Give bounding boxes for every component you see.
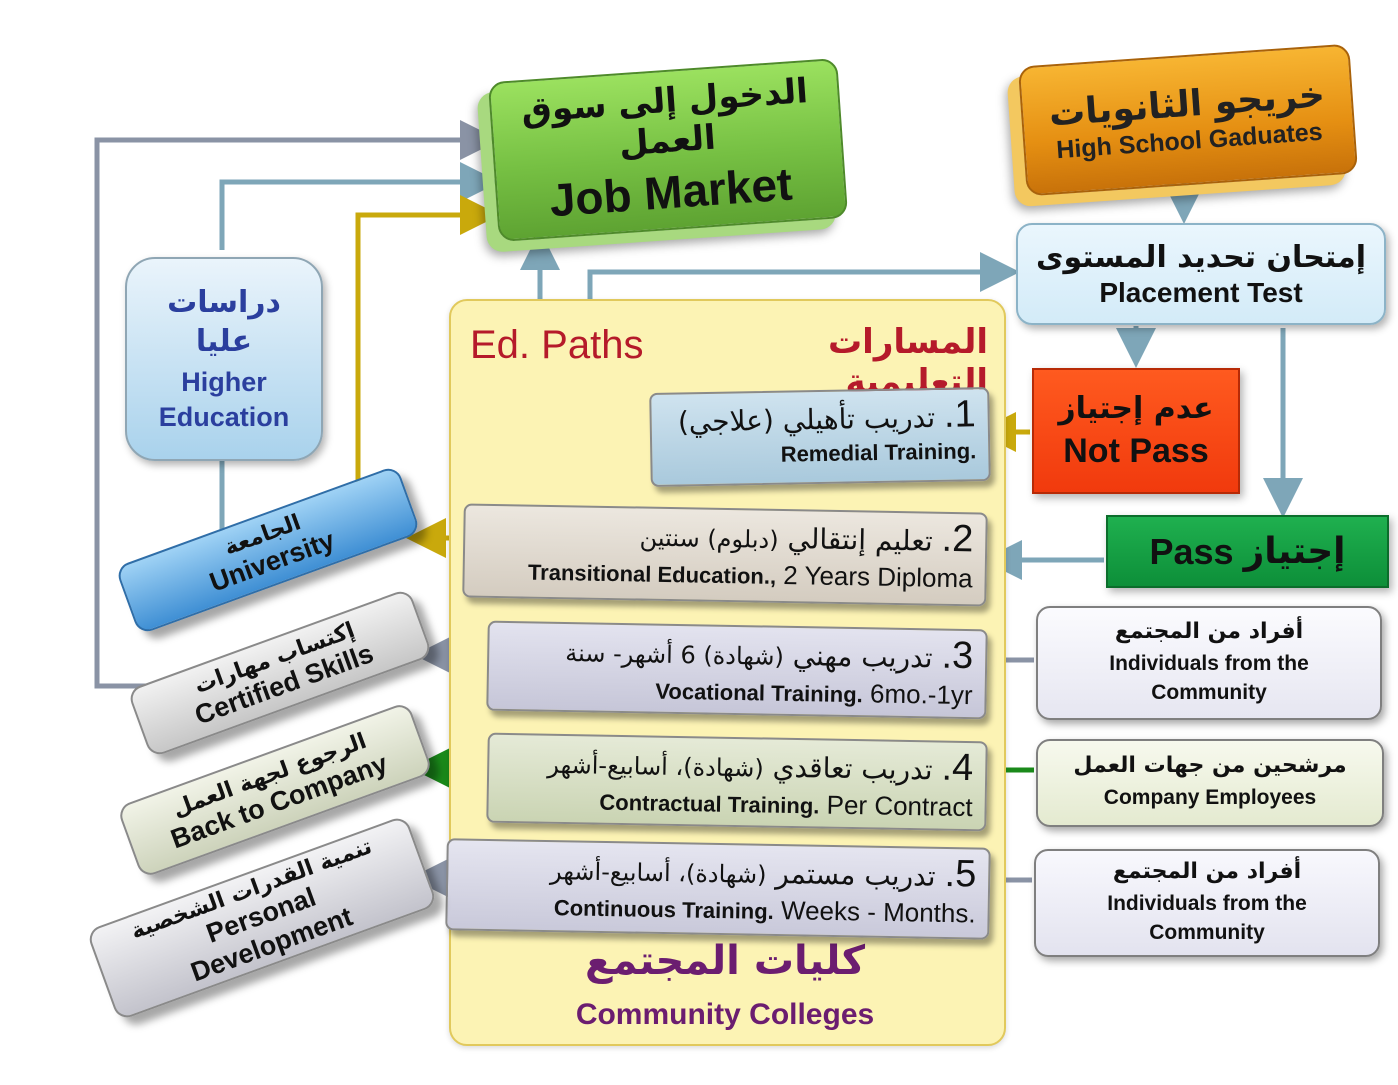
pass-label-en: Pass xyxy=(1149,530,1234,572)
path-title-en: Vocational Training. xyxy=(655,678,863,708)
source-company-employees: مرشحين من جهات العمل Company Employees xyxy=(1036,739,1384,827)
path-title-en: Transitional Education., xyxy=(527,559,777,589)
path-number: 3. xyxy=(941,634,974,678)
path-title-ar: تدريب مستمر xyxy=(775,857,936,893)
path-number: 4. xyxy=(941,746,974,790)
job-market-box: الدخول إلى سوق العمل Job Market xyxy=(487,57,849,243)
pass-box: Pass إجتياز xyxy=(1106,515,1389,588)
path-title-en: Contractual Training. xyxy=(599,789,820,819)
path-subtitle-ar: (شهادة)، أسابيع-أشهر xyxy=(547,750,764,783)
path-number: 1. xyxy=(943,393,976,436)
path-title-en: Remedial Training. xyxy=(780,438,977,467)
source-label-ar: أفراد من المجتمع xyxy=(1112,859,1302,885)
source-label-ar: مرشحين من جهات العمل xyxy=(1073,753,1347,779)
path-number: 2. xyxy=(941,517,974,561)
path-vocational-training: 3. تدريب مهني (شهادة) 6 أشهر- سنة Vocati… xyxy=(486,620,988,720)
not-pass-label-en: Not Pass xyxy=(1063,432,1209,470)
arrow-university-to-job-market xyxy=(355,195,500,512)
high-school-graduates-box: خريجو الثانويات High School Gaduates xyxy=(1017,43,1359,197)
path-contractual-training: 4. تدريب تعاقدي (شهادة)، أسابيع-أشهر Con… xyxy=(486,732,988,832)
path-transitional-education: 2. تعليم إنتقالي (دبلوم) سنتين Transitio… xyxy=(462,503,988,607)
arrow-certified-to-job-market xyxy=(94,120,500,689)
placement-label-en: Placement Test xyxy=(1099,276,1303,308)
path-subtitle-ar: (دبلوم) سنتين xyxy=(639,523,779,554)
higher-ed-label-en-1: Higher xyxy=(181,366,267,397)
source-label-en: Individuals from the xyxy=(1109,652,1309,676)
path-title-en: Continuous Training. xyxy=(553,895,775,924)
placement-label-ar: إمتحان تحديد المستوى xyxy=(1035,239,1367,275)
higher-ed-label-ar-1: دراسات xyxy=(167,284,281,320)
not-pass-box: عدم إجتياز Not Pass xyxy=(1032,368,1240,494)
path-subtitle-ar: (شهادة)، أسابيع-أشهر xyxy=(549,857,767,889)
job-market-label-en: Job Market xyxy=(547,157,794,227)
path-number: 5. xyxy=(944,852,977,896)
path-continuous-training: 5. تدريب مستمر (شهادة)، أسابيع-أشهر Cont… xyxy=(445,838,991,940)
path-remedial-training: 1. تدريب تأهيلي (علاجي) Remedial Trainin… xyxy=(649,387,991,487)
higher-ed-label-ar-2: عليا xyxy=(195,323,253,359)
source-label-en: Individuals from the xyxy=(1107,892,1307,916)
community-colleges-title-en: Community Colleges xyxy=(575,998,875,1031)
not-pass-label-ar: عدم إجتياز xyxy=(1058,391,1214,426)
path-duration-en: 6mo.-1yr xyxy=(862,678,973,711)
path-title-ar: تعليم إنتقالي xyxy=(787,522,933,558)
community-colleges-title-ar: كليات المجتمع xyxy=(585,938,865,984)
path-duration-en: 2 Years Diploma xyxy=(775,559,973,594)
path-title-ar: تدريب تأهيلي (علاجي) xyxy=(677,400,936,439)
source-label-ar: أفراد من المجتمع xyxy=(1114,619,1304,645)
source-label-en-2: Community xyxy=(1149,920,1265,944)
arrow-higher-ed-to-job-market xyxy=(219,162,500,250)
pass-label-ar: إجتياز xyxy=(1243,531,1346,572)
path-title-ar: تدريب تعاقدي xyxy=(772,750,933,787)
higher-ed-label-en-2: Education xyxy=(158,402,290,432)
path-duration-en: Per Contract xyxy=(819,789,973,823)
ed-paths-title: Ed. Paths xyxy=(470,323,644,367)
path-title-ar: تدريب مهني xyxy=(792,638,933,675)
path-subtitle-ar: (شهادة) 6 أشهر- سنة xyxy=(565,639,785,671)
placement-test-box: إمتحان تحديد المستوى Placement Test xyxy=(1016,223,1386,325)
source-label-en: Company Employees xyxy=(1103,786,1317,810)
source-label-en-2: Community xyxy=(1151,680,1267,704)
path-duration-en: Weeks - Months. xyxy=(773,894,976,929)
